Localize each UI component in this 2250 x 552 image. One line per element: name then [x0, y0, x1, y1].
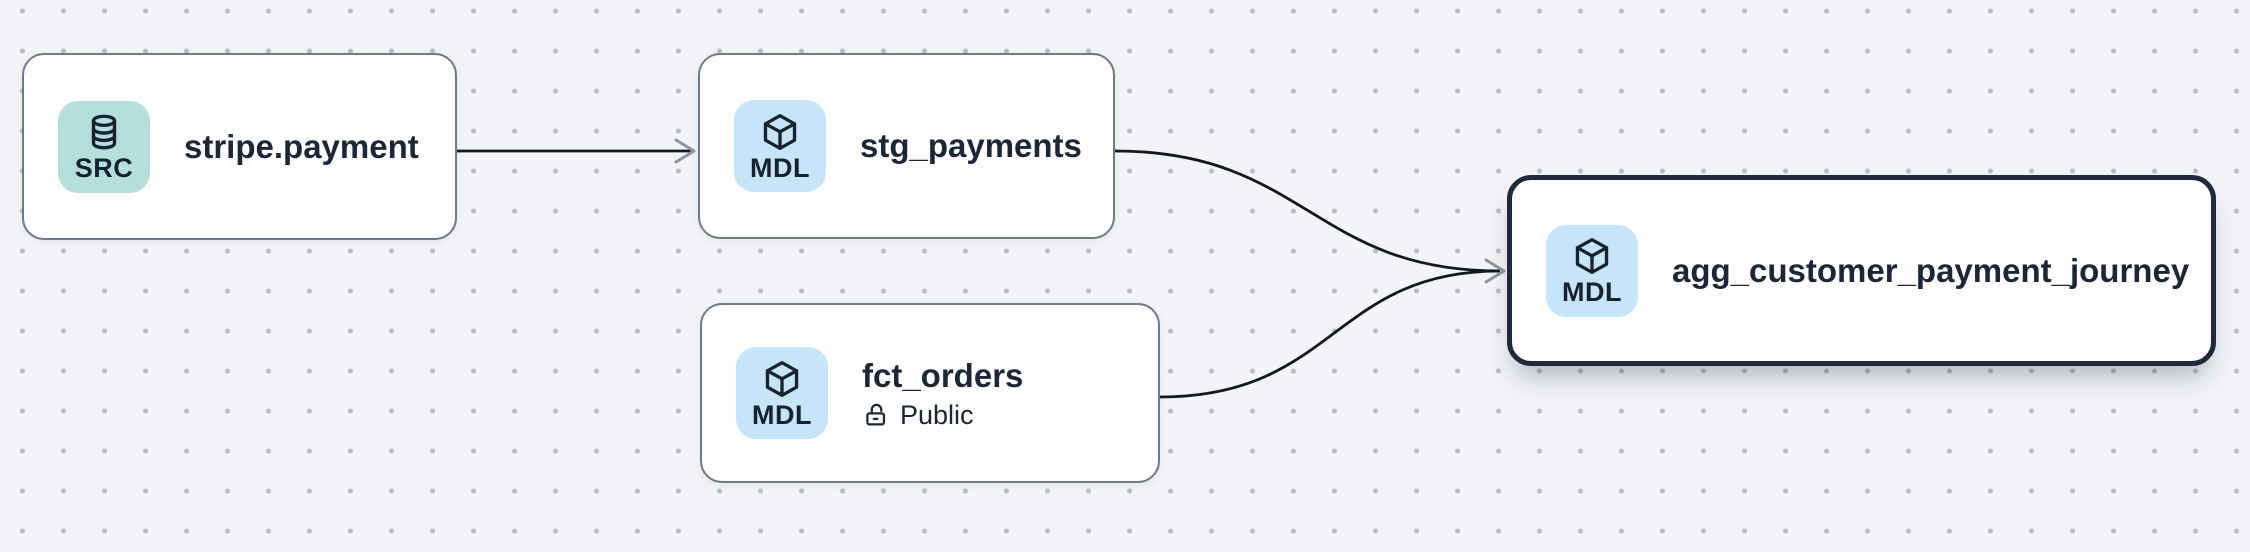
cube-icon [761, 358, 803, 400]
node-agg-customer-payment-journey[interactable]: MDL agg_customer_payment_journey [1507, 175, 2216, 366]
model-type-badge: MDL [736, 347, 828, 439]
unlock-icon [862, 401, 890, 429]
access-row: Public [862, 401, 1023, 429]
badge-label: MDL [1562, 277, 1622, 307]
model-type-badge: MDL [1546, 224, 1638, 317]
database-icon [83, 111, 125, 153]
node-label: agg_customer_payment_journey [1672, 251, 2190, 289]
cube-icon [759, 111, 801, 153]
node-fct-orders[interactable]: MDL fct_orders Public [700, 303, 1160, 483]
badge-label: MDL [752, 399, 812, 430]
node-stripe-payment[interactable]: SRC stripe.payment [22, 53, 457, 240]
badge-label: SRC [74, 153, 134, 183]
arrowhead-icon [1484, 258, 1506, 284]
edge-fct-orders-to-agg-customer-payment-journey [1159, 269, 1501, 399]
arrowhead-icon [674, 138, 696, 164]
edge-stg-payments-to-agg-customer-payment-journey [1114, 149, 1501, 273]
cube-icon [1571, 235, 1613, 277]
access-label: Public [900, 399, 974, 430]
model-type-badge: MDL [734, 100, 826, 192]
source-type-badge: SRC [58, 100, 150, 193]
node-stg-payments[interactable]: MDL stg_payments [698, 53, 1115, 239]
node-label: stripe.payment [184, 127, 419, 165]
node-label: fct_orders [862, 356, 1024, 394]
badge-label: MDL [750, 152, 810, 183]
node-label: stg_payments [860, 127, 1082, 165]
